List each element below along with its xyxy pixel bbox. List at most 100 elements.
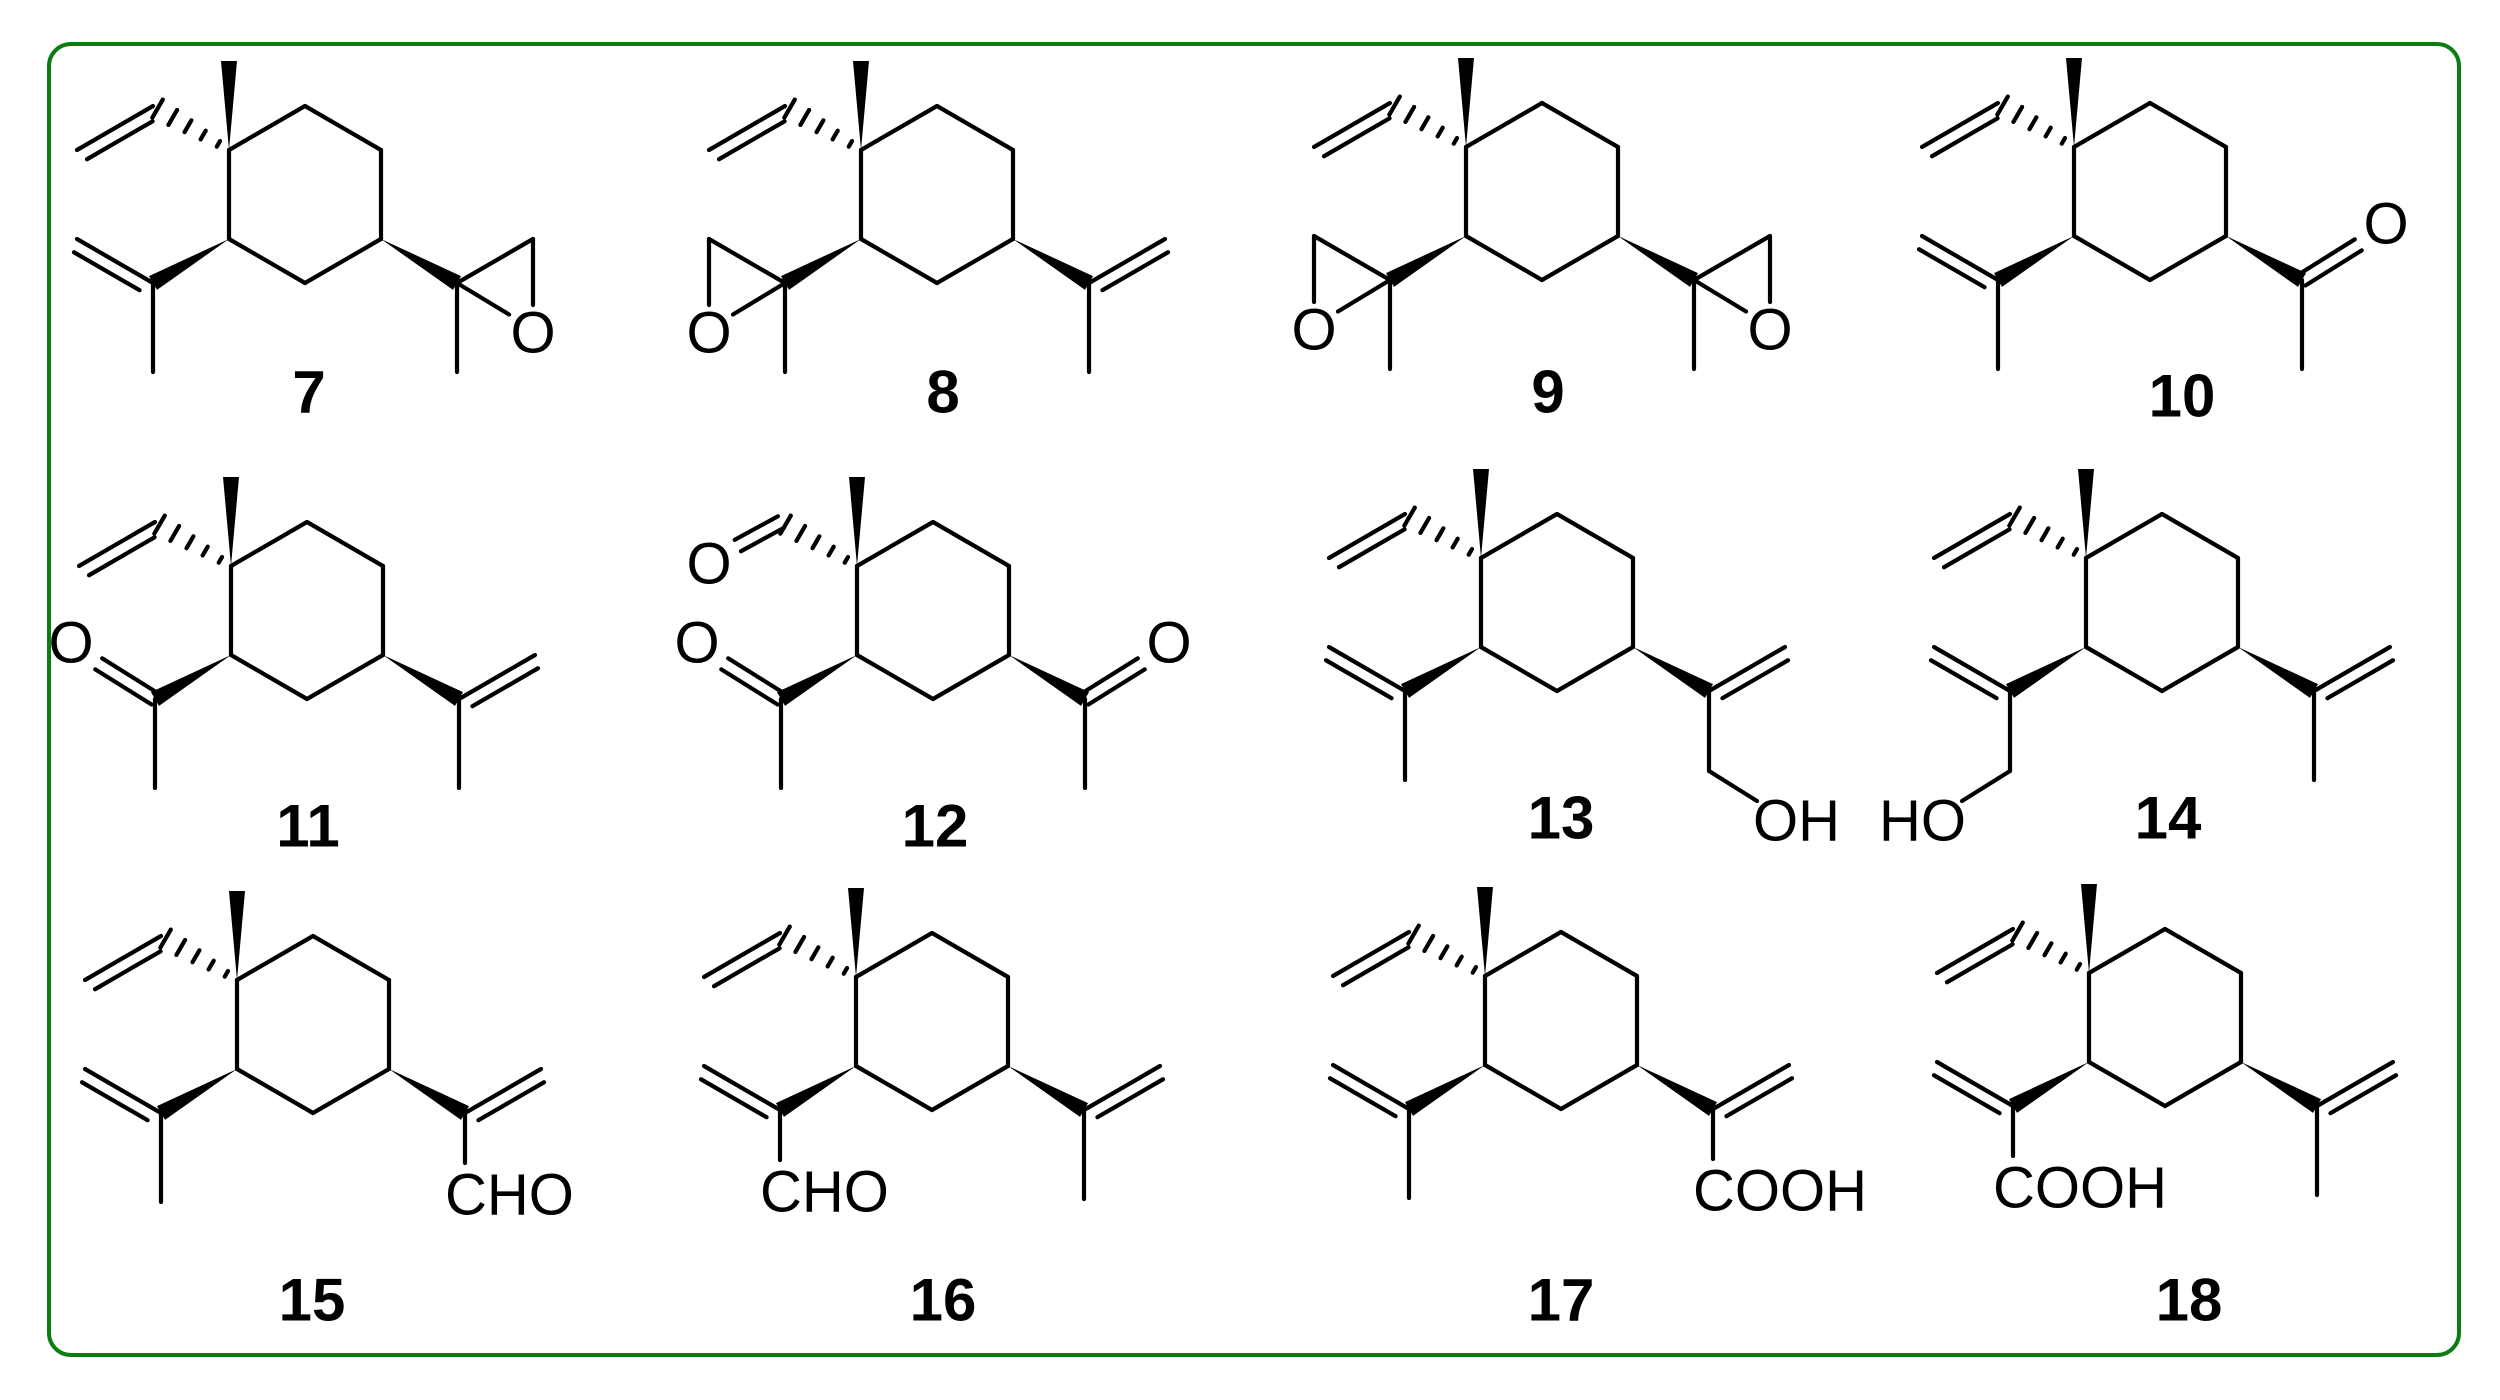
right-substituent-epoxide: O (1618, 233, 1793, 372)
left-substituent-acetyl: O (48, 611, 231, 791)
epoxide-oxygen: O (510, 301, 555, 366)
vinyl-group (1311, 94, 1460, 159)
compound-13: OH 13 (1323, 469, 1840, 854)
methyl-wedge (229, 891, 245, 980)
left-substituent-isopropenyl (1323, 644, 1481, 783)
compound-number-label: 15 (279, 1267, 346, 1334)
cyclohexane-ring (858, 103, 1016, 286)
methyl-wedge (849, 477, 865, 566)
compound-8: O8 (686, 61, 1171, 426)
cyclohexane-ring (228, 519, 386, 702)
epoxide-oxygen: O (1291, 298, 1336, 363)
methyl-wedge (853, 61, 869, 150)
vinyl-group (82, 927, 231, 992)
methyl-wedge (223, 477, 239, 566)
methyl-wedge (2078, 469, 2094, 558)
right-substituent-isopropenyl (2241, 1059, 2399, 1198)
formyl-group: O (686, 513, 851, 597)
right-substituent-epoxide: O (381, 236, 556, 375)
right-substituent-carboxyvinyl: COOH (1637, 1062, 1867, 1224)
methyl-wedge (848, 888, 864, 977)
cyclohexane-ring (854, 519, 1012, 702)
left-substituent-isopropenyl (1327, 1062, 1485, 1201)
compound-number-label: 14 (2135, 785, 2202, 852)
vinyl-group (74, 97, 223, 162)
methyl-wedge (1477, 887, 1493, 976)
compound-17: COOH 17 (1327, 887, 1867, 1334)
figure-frame (47, 42, 2461, 1357)
compound-10: O 10 (1916, 58, 2409, 430)
compound-number-label: 12 (902, 793, 969, 860)
vinyl-group (706, 97, 855, 162)
cyclohexane-ring (2071, 100, 2229, 283)
right-substituent-acetyl: O (1009, 611, 1192, 791)
compound-number-label: 18 (2156, 1267, 2223, 1334)
compound-number-label: 16 (910, 1267, 977, 1334)
compound-7: O7 (71, 61, 556, 426)
oxygen-atom: O (2363, 192, 2408, 257)
methyl-wedge (1458, 58, 1474, 147)
left-substituent-formylvinyl: CHO (698, 1063, 889, 1225)
methyl-wedge (1473, 469, 1489, 558)
epoxide-oxygen: O (1747, 298, 1792, 363)
cyclohexane-ring (1482, 929, 1640, 1112)
right-substituent-isopropenyl (383, 652, 541, 791)
cyclohexane-ring (226, 103, 384, 286)
oxygen-atom: O (48, 611, 93, 676)
vinyl-group (1934, 920, 2083, 985)
right-substituent-isopropenyl (2238, 644, 2396, 783)
methyl-wedge (2081, 884, 2097, 973)
compound-number-label: 9 (1531, 359, 1564, 426)
aldehyde-label: CHO (445, 1163, 574, 1228)
methyl-wedge (2066, 58, 2082, 147)
right-substituent-formylvinyl: CHO (389, 1066, 574, 1228)
epoxide-oxygen: O (686, 301, 731, 366)
vinyl-group (76, 513, 225, 578)
vinyl-group (1330, 923, 1479, 988)
left-substituent-isopropenyl (79, 1066, 237, 1205)
compound-9: O O 9 (1291, 58, 1793, 426)
right-substituent-acetyl: O (2226, 192, 2409, 372)
left-substituent-hydroxymethylvinyl: HO (1879, 644, 2086, 854)
compound-number-label: 13 (1528, 785, 1595, 852)
compound-18: COOH 18 (1931, 884, 2399, 1334)
compound-11: O 11 (48, 477, 541, 860)
cyclohexane-ring (853, 930, 1011, 1113)
right-substituent-isopropenyl (1013, 236, 1171, 375)
hydroxyl-label: OH (1753, 789, 1840, 854)
right-substituent-hydroxymethylvinyl: OH (1633, 644, 1840, 854)
cyclohexane-ring (2083, 511, 2241, 694)
carboxylic-acid-label: COOH (1693, 1159, 1867, 1224)
cyclohexane-ring (2086, 926, 2244, 1109)
left-substituent-isopropenyl (1916, 233, 2074, 372)
aldehyde-label: CHO (760, 1160, 889, 1225)
aldehyde-oxygen: O (686, 532, 731, 597)
left-substituent-isopropenyl (71, 236, 229, 375)
compound-number-label: 7 (292, 359, 325, 426)
vinyl-group (1326, 505, 1475, 570)
methyl-wedge (221, 61, 237, 150)
compound-number-label: 10 (2149, 363, 2216, 430)
compound-15: CHO 15 (79, 891, 574, 1334)
compound-16: CHO 16 (698, 888, 1166, 1334)
cyclohexane-ring (1463, 100, 1621, 283)
right-substituent-isopropenyl (1008, 1063, 1166, 1202)
cyclohexane-ring (234, 933, 392, 1116)
vinyl-group (701, 924, 850, 989)
carboxylic-acid-label: COOH (1993, 1156, 2167, 1221)
compound-number-label: 8 (926, 359, 959, 426)
left-substituent-epoxide: O (686, 236, 861, 375)
compound-14: HO 14 (1879, 469, 2396, 854)
compound-number-label: 17 (1528, 1267, 1595, 1334)
left-substituent-epoxide: O (1291, 233, 1466, 372)
oxygen-atom: O (674, 611, 719, 676)
left-substituent-acetyl: O (674, 611, 857, 791)
cyclohexane-ring (1478, 511, 1636, 694)
vinyl-group (1931, 505, 2080, 570)
vinyl-group (1919, 94, 2068, 159)
hydroxyl-label: HO (1879, 789, 1966, 854)
oxygen-atom: O (1146, 611, 1191, 676)
compound-number-label: 11 (276, 793, 339, 860)
